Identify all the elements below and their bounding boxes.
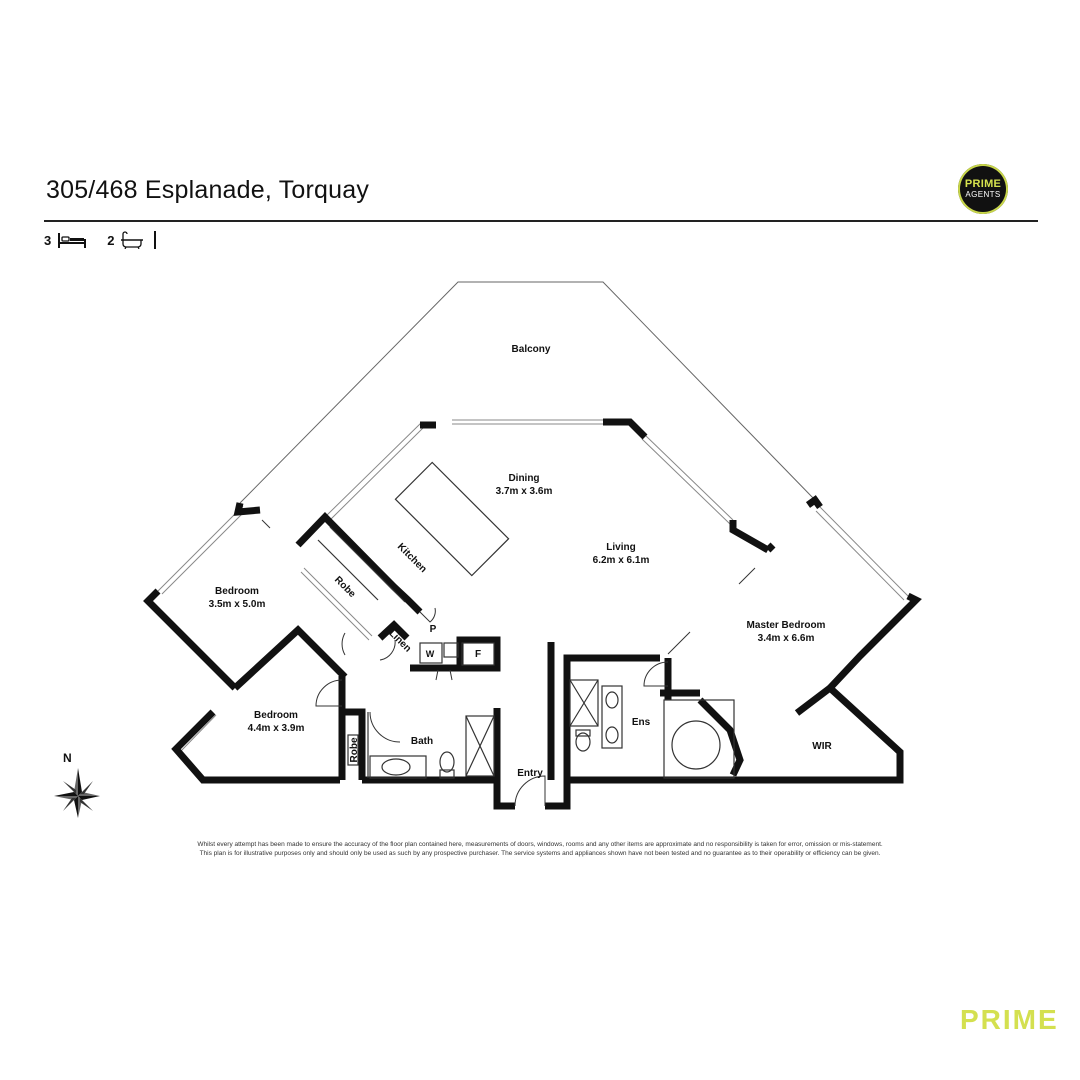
master-bedroom-label: Master Bedroom <box>747 620 826 631</box>
compass-north-label: N <box>63 751 72 765</box>
pantry-label: P <box>430 624 437 635</box>
entry-label: Entry <box>517 768 543 779</box>
ensuite-label: Ens <box>632 717 651 728</box>
logo-top-text: PRIME <box>964 177 1002 190</box>
dining-label: Dining <box>508 473 539 484</box>
balcony-label: Balcony <box>512 344 551 355</box>
fridge-label: F <box>475 649 481 660</box>
bedroom-count: 3 <box>44 232 52 248</box>
compass-rose-icon <box>54 768 100 818</box>
living-size: 6.2m x 6.1m <box>593 555 650 566</box>
walls <box>143 418 922 810</box>
footer-brand-logo: PRIME <box>960 1004 1059 1035</box>
header-divider <box>44 220 1038 222</box>
glazing <box>157 419 909 753</box>
wir-label: WIR <box>812 741 832 752</box>
living-label: Living <box>606 542 635 553</box>
dining-size: 3.7m x 3.6m <box>496 486 553 497</box>
bath-label: Bath <box>411 736 433 747</box>
prime-agents-logo: PRIME AGENTS <box>958 164 1008 214</box>
bed-icon <box>58 233 87 248</box>
washer-label: W <box>426 649 435 659</box>
bedroom-3-label: Bedroom <box>254 710 298 721</box>
bedroom-3-size: 4.4m x 3.9m <box>248 723 305 734</box>
robe-a-label: Robe <box>332 575 358 601</box>
feature-summary: 3 2 <box>44 230 162 250</box>
bathtub-icon <box>121 231 144 249</box>
kitchen-label: Kitchen <box>395 541 429 575</box>
disclaimer: Whilst every attempt has been made to en… <box>60 840 1020 858</box>
feature-separator <box>154 231 157 249</box>
master-bedroom-size: 3.4m x 6.6m <box>758 633 815 644</box>
logo-bottom-text: AGENTS <box>965 189 1001 199</box>
robe-b-label: Robe <box>349 737 360 762</box>
bathroom-count: 2 <box>107 232 115 248</box>
balcony-outline <box>239 281 816 504</box>
interior-lines <box>317 461 735 779</box>
bedroom-2-label: Bedroom <box>215 586 259 597</box>
page-title: 305/468 Esplanade, Torquay <box>46 176 370 204</box>
bedroom-2-size: 3.5m x 5.0m <box>209 599 266 610</box>
disclaimer-line-1: Whilst every attempt has been made to en… <box>197 841 883 848</box>
door-swings <box>261 519 756 807</box>
disclaimer-line-2: This plan is for illustrative purposes o… <box>199 850 881 857</box>
